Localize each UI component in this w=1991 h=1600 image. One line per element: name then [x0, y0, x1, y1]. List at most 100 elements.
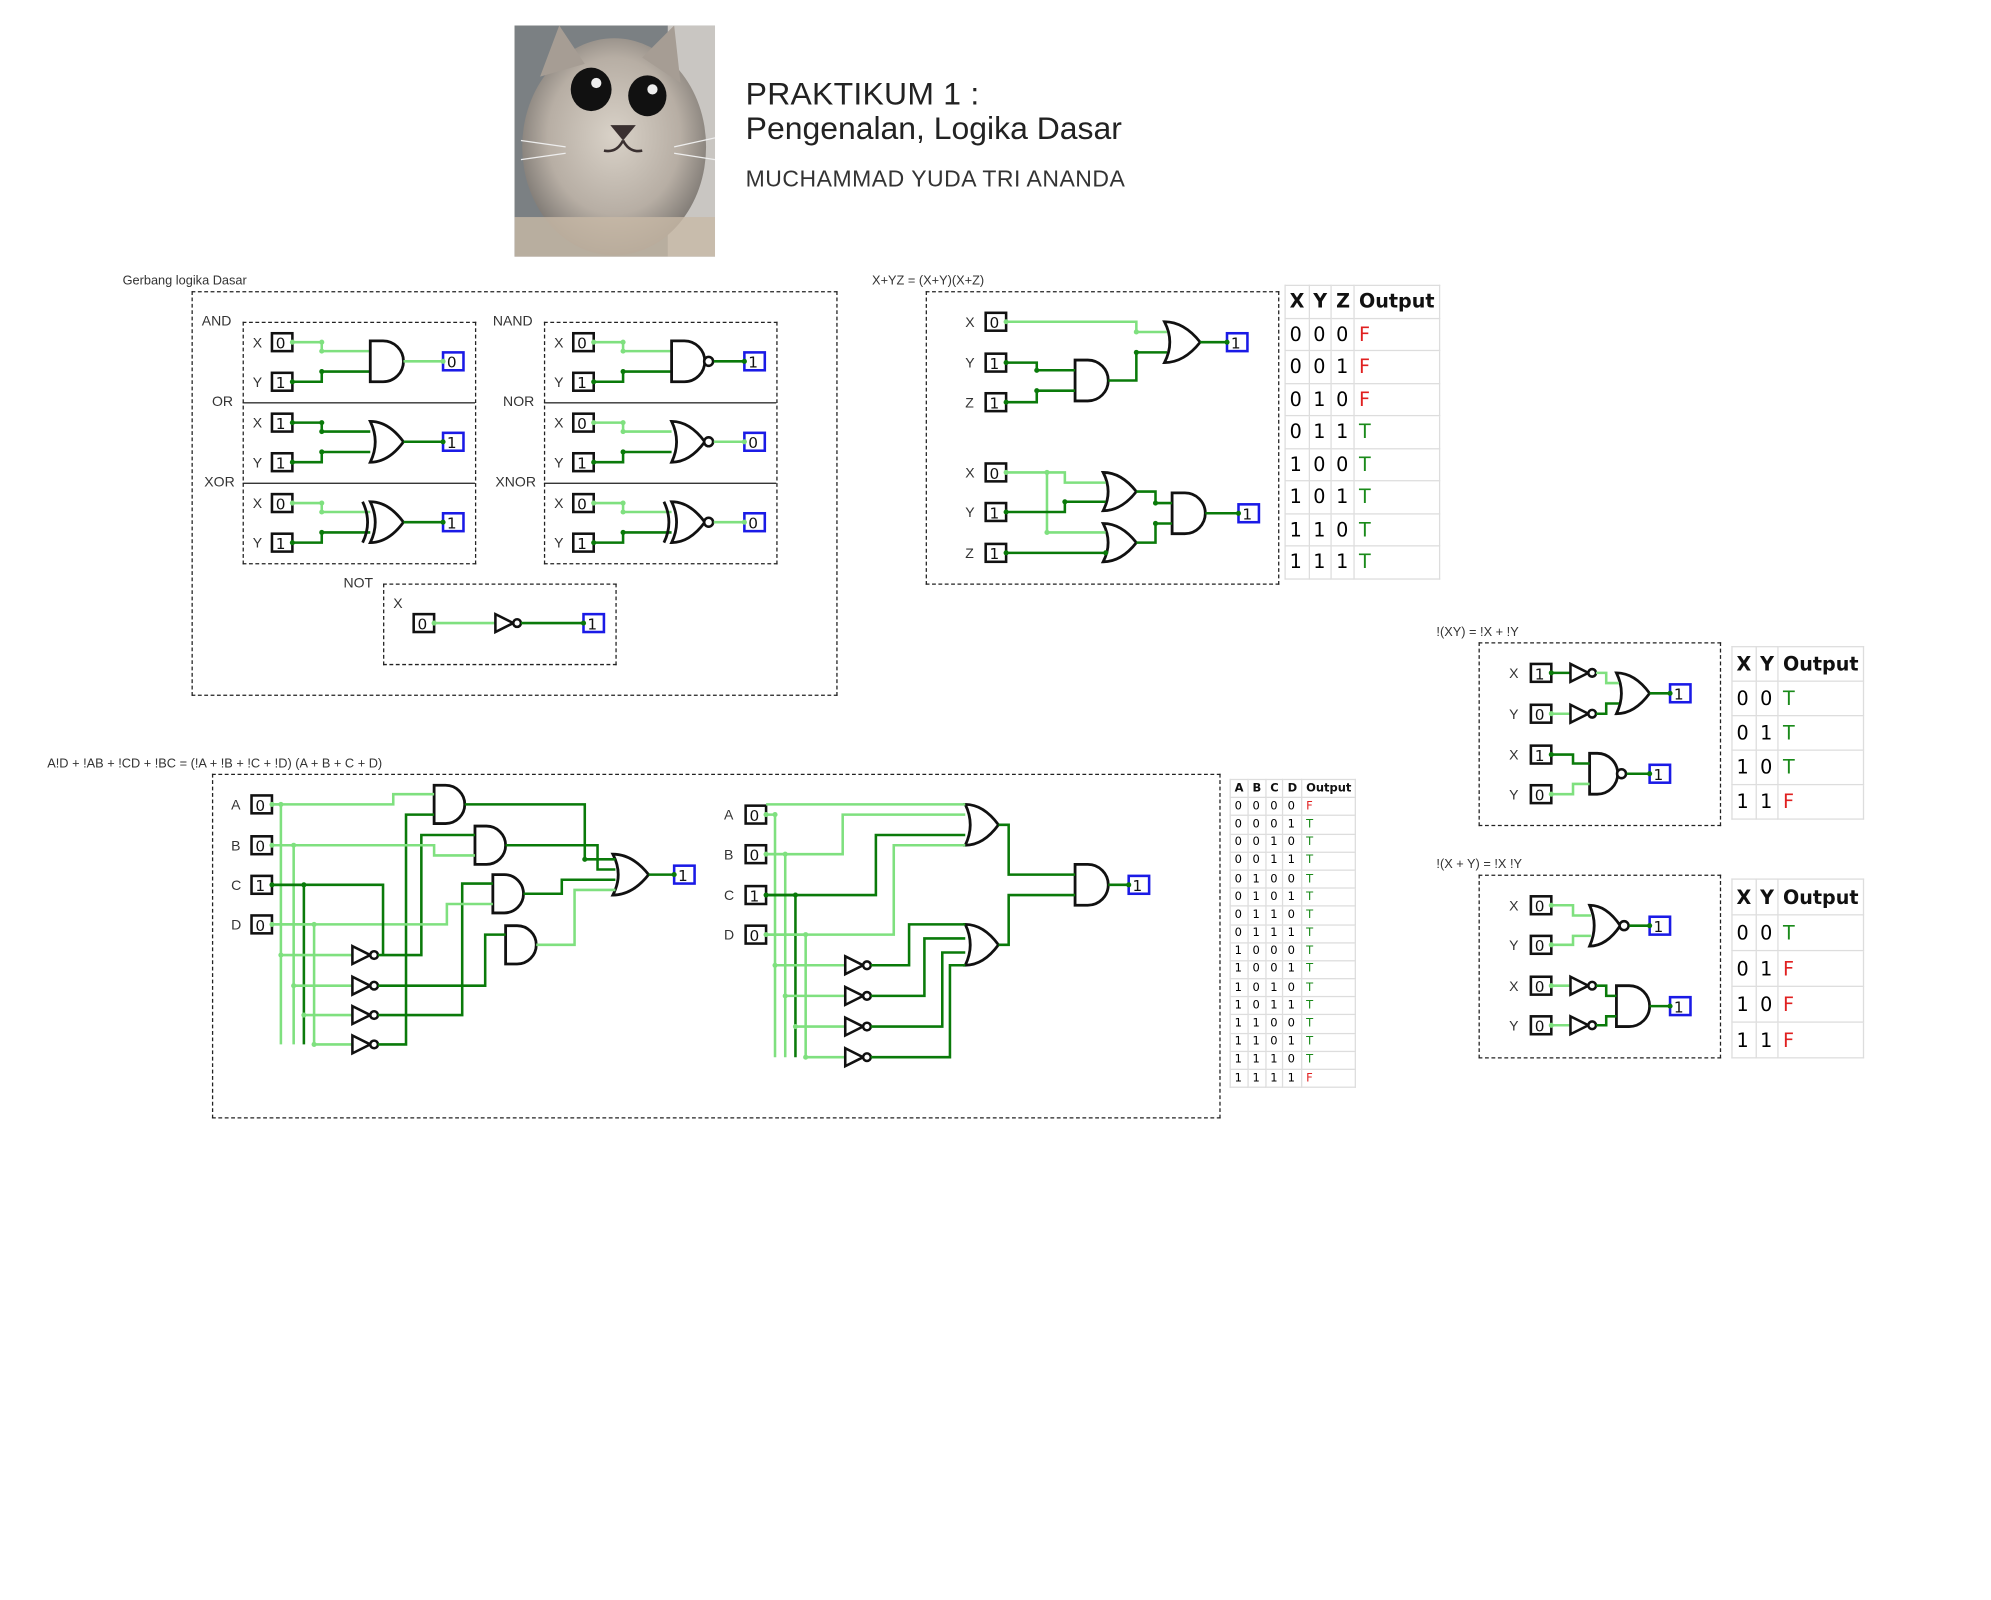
output-value: 1 — [1231, 335, 1241, 353]
table-cell: 0 — [1229, 905, 1249, 926]
junction — [1133, 349, 1139, 355]
junction — [319, 529, 325, 535]
junction — [741, 439, 747, 445]
wire — [271, 902, 493, 926]
table-header-x: X — [1731, 646, 1757, 682]
table-cell: 0 — [1247, 796, 1267, 817]
wire — [593, 370, 672, 384]
not-gate-icon — [351, 974, 374, 997]
author-name: MUCHAMMAD YUDA TRI ANANDA — [745, 165, 1126, 192]
xor-curve — [662, 501, 671, 544]
input-label: Y — [1509, 706, 1519, 722]
input-label: Y — [1509, 1017, 1519, 1033]
gate-label-xnor: XNOR — [495, 474, 536, 491]
table-cell: 0 — [1265, 1032, 1284, 1052]
table-cell: 0 — [1229, 851, 1249, 871]
wire — [377, 813, 435, 1046]
wire — [1006, 471, 1106, 484]
junction — [440, 439, 446, 445]
wire — [292, 340, 371, 353]
or-gate-icon — [610, 852, 651, 897]
output-value: 0 — [748, 515, 758, 533]
table-header-y: Y — [1755, 646, 1780, 682]
input-label: X — [965, 465, 975, 481]
table-cell: 1 — [1284, 545, 1310, 580]
input-value: 1 — [255, 877, 265, 895]
and-gate-icon — [432, 783, 467, 825]
divider — [543, 482, 777, 484]
junction — [319, 449, 325, 455]
wire — [998, 823, 1076, 876]
table-cell: T — [1353, 414, 1440, 449]
four-var-frame — [211, 773, 1221, 1119]
junction — [319, 348, 325, 354]
table-header-a: A — [1229, 778, 1249, 799]
table-cell: 0 — [1265, 941, 1284, 962]
and-gate-icon — [368, 339, 405, 384]
junction — [311, 1041, 317, 1047]
junction — [1044, 469, 1050, 475]
inverter-bubble — [1618, 919, 1630, 932]
input-value: 1 — [577, 455, 587, 473]
junction — [319, 339, 325, 345]
input-value: 1 — [1535, 665, 1545, 683]
table-cell: 0 — [1247, 959, 1267, 980]
table-cell: F — [1777, 949, 1864, 987]
not-gate-icon — [1569, 702, 1592, 725]
table-cell: T — [1300, 1032, 1357, 1052]
and-gate-icon — [1170, 491, 1207, 536]
table-cell: 1 — [1731, 985, 1757, 1023]
table-cell: 1 — [1282, 887, 1303, 907]
junction — [620, 348, 626, 354]
junction — [1647, 771, 1653, 777]
table-cell: 0 — [1331, 512, 1356, 547]
input-label: Y — [554, 374, 564, 390]
table-cell: 0 — [1282, 1014, 1303, 1034]
table-cell: 0 — [1282, 869, 1303, 889]
table-cell: 0 — [1265, 869, 1284, 889]
table-cell: 0 — [1265, 1014, 1284, 1034]
or-gate-icon — [1100, 471, 1139, 513]
wire — [766, 833, 966, 897]
cat-photo — [514, 25, 716, 257]
table-header-y: Y — [1308, 284, 1333, 319]
not-gate-icon — [494, 612, 517, 635]
table-cell: 1 — [1265, 905, 1284, 926]
input-value: 0 — [749, 847, 759, 865]
input-value: 0 — [990, 465, 1000, 483]
junction — [671, 872, 677, 878]
junction — [792, 1023, 798, 1030]
table-cell: 1 — [1229, 941, 1249, 962]
wire — [271, 883, 385, 956]
table-cell: 1 — [1229, 978, 1249, 998]
table-cell: 0 — [1755, 749, 1780, 786]
divider — [242, 482, 475, 484]
table-header-output: Output — [1353, 284, 1440, 319]
and-gate-icon — [1073, 862, 1110, 907]
wire — [292, 450, 371, 464]
table-header-y: Y — [1755, 878, 1780, 916]
table-cell: 1 — [1265, 1068, 1284, 1089]
input-label: C — [724, 887, 734, 903]
input-label: X — [253, 415, 263, 431]
input-value: 0 — [1535, 1018, 1545, 1036]
wire — [593, 501, 672, 514]
or-gate-icon — [963, 802, 1001, 847]
inverter-bubble — [702, 436, 715, 448]
input-value: 0 — [1535, 978, 1545, 996]
wire — [870, 951, 966, 1028]
gate-label-and: AND — [201, 314, 232, 330]
table-cell: T — [1300, 959, 1357, 980]
wire — [377, 882, 493, 1017]
table-cell: 0 — [1282, 833, 1303, 853]
table-cell: 1 — [1308, 414, 1333, 449]
